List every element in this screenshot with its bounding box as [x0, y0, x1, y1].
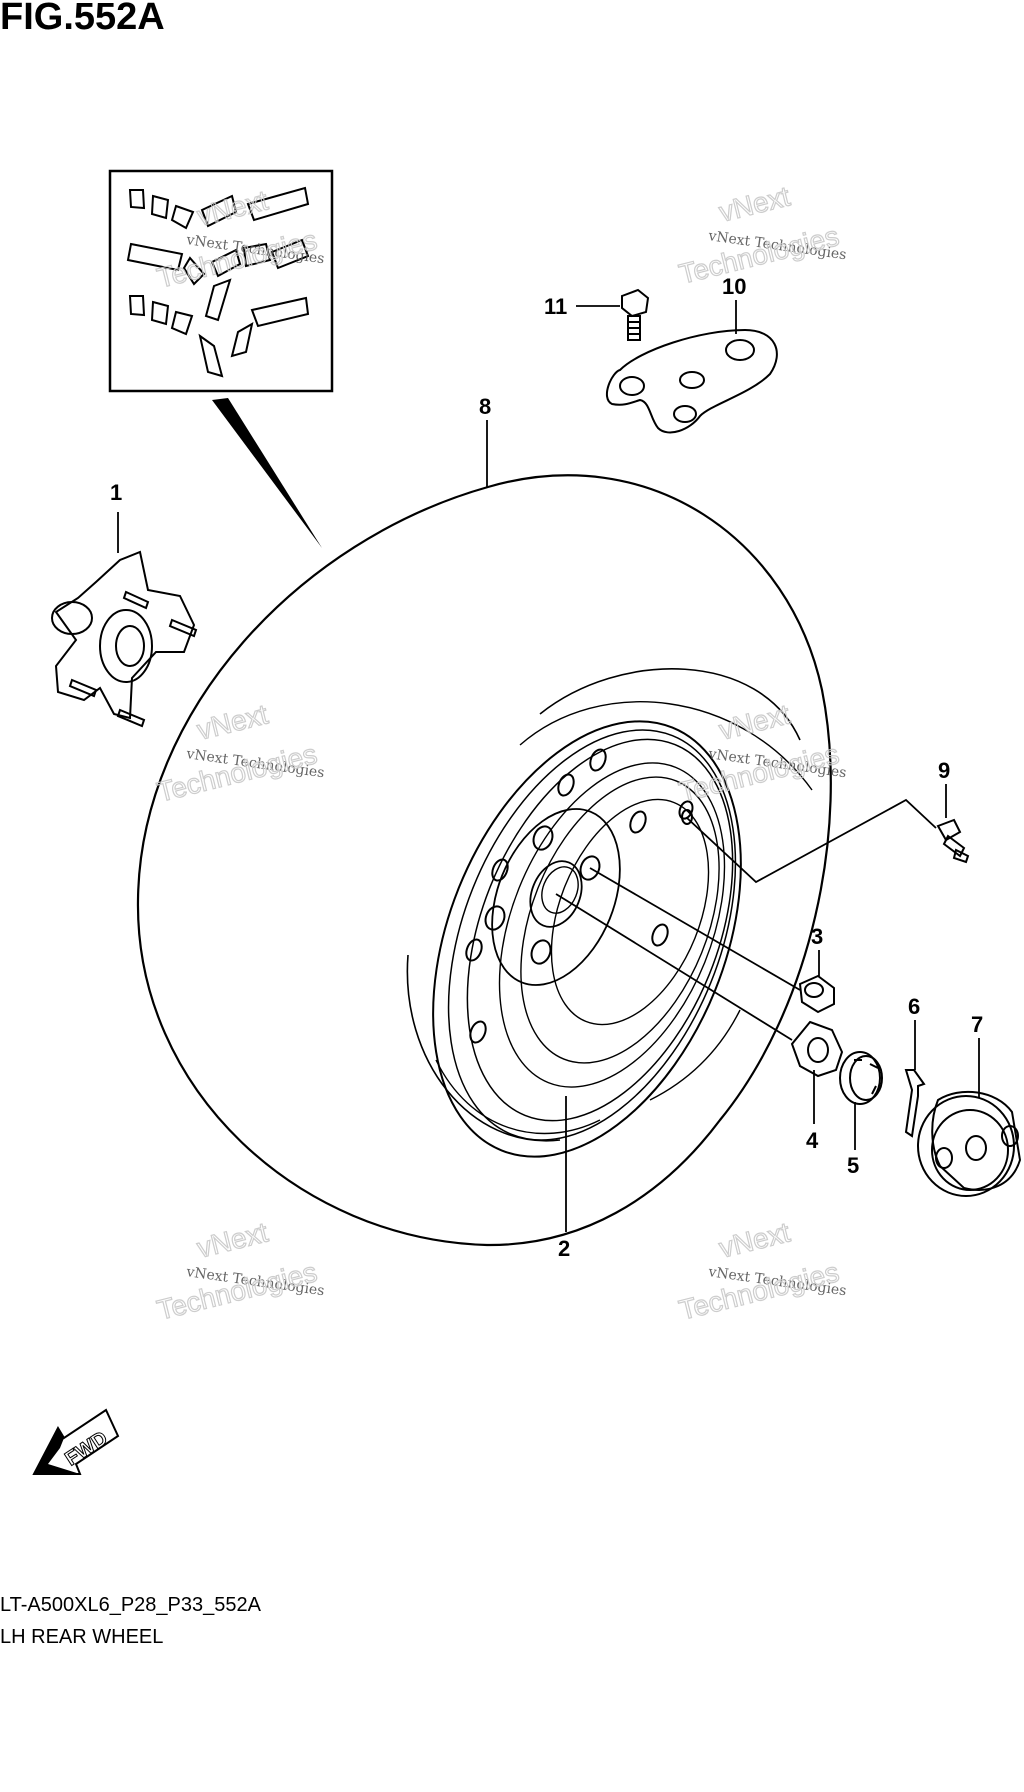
tire: [136, 474, 832, 1247]
callout-5: 5: [847, 1153, 859, 1178]
cotter-pin: [904, 1069, 926, 1138]
svg-text:Technologies: Technologies: [676, 738, 842, 808]
svg-text:Technologies: Technologies: [154, 224, 320, 294]
callout-4: 4: [806, 1128, 819, 1153]
callout-6: 6: [908, 994, 920, 1019]
svg-text:Technologies: Technologies: [154, 738, 320, 808]
bracket: [606, 328, 778, 434]
watermark-bottom-left: vNext Technologies vNext Technologies: [153, 1216, 325, 1327]
watermark-bottom-right: vNext Technologies vNext Technologies: [675, 1216, 847, 1327]
figure-title: FIG.552A: [0, 0, 165, 38]
wheel-rim: [432, 720, 742, 1158]
wheel-hub: [51, 550, 198, 728]
callout-10: 10: [722, 274, 746, 299]
callout-1: 1: [110, 480, 122, 505]
valve-stem: [936, 818, 970, 864]
callout-9: 9: [938, 758, 950, 783]
hub-cap: [917, 1090, 1022, 1197]
callouts: 1 2 3 4 5 6 7 8 9 10 11: [110, 274, 983, 1261]
callout-8: 8: [479, 394, 491, 419]
svg-text:vNext: vNext: [716, 698, 793, 745]
figure-name: LH REAR WHEEL: [0, 1626, 164, 1648]
svg-text:Technologies: Technologies: [676, 1256, 842, 1326]
svg-text:vNext: vNext: [716, 180, 793, 227]
svg-text:Technologies: Technologies: [154, 1256, 320, 1326]
castle-nut: [839, 1051, 883, 1105]
fwd-arrow: FWD: [32, 1408, 120, 1475]
figure-code: LT-A500XL6_P28_P33_552A: [0, 1594, 261, 1616]
watermark-top-right: vNext Technologies vNext Technologies: [675, 180, 847, 291]
bolt: [621, 288, 650, 341]
watermark-mid-left: vNext Technologies vNext Technologies: [153, 698, 325, 809]
tread-pattern-inset: [108, 169, 334, 393]
svg-text:vNext: vNext: [194, 1216, 271, 1263]
callout-7: 7: [971, 1012, 983, 1037]
leader-lines: [117, 300, 980, 1232]
watermark-mid-right: vNext Technologies vNext Technologies: [675, 698, 847, 809]
callout-11: 11: [544, 294, 567, 319]
svg-text:vNext: vNext: [716, 1216, 793, 1263]
svg-text:Technologies: Technologies: [676, 220, 842, 290]
watermark-top-left: vNext Technologies vNext Technologies: [153, 184, 325, 295]
washer: [790, 1020, 844, 1078]
callout-3: 3: [811, 924, 823, 949]
wheel-nut: [798, 974, 835, 1014]
callout-2: 2: [558, 1236, 570, 1261]
inset-pointer: [212, 398, 322, 548]
svg-text:vNext: vNext: [194, 698, 271, 745]
svg-text:vNext: vNext: [194, 184, 271, 231]
